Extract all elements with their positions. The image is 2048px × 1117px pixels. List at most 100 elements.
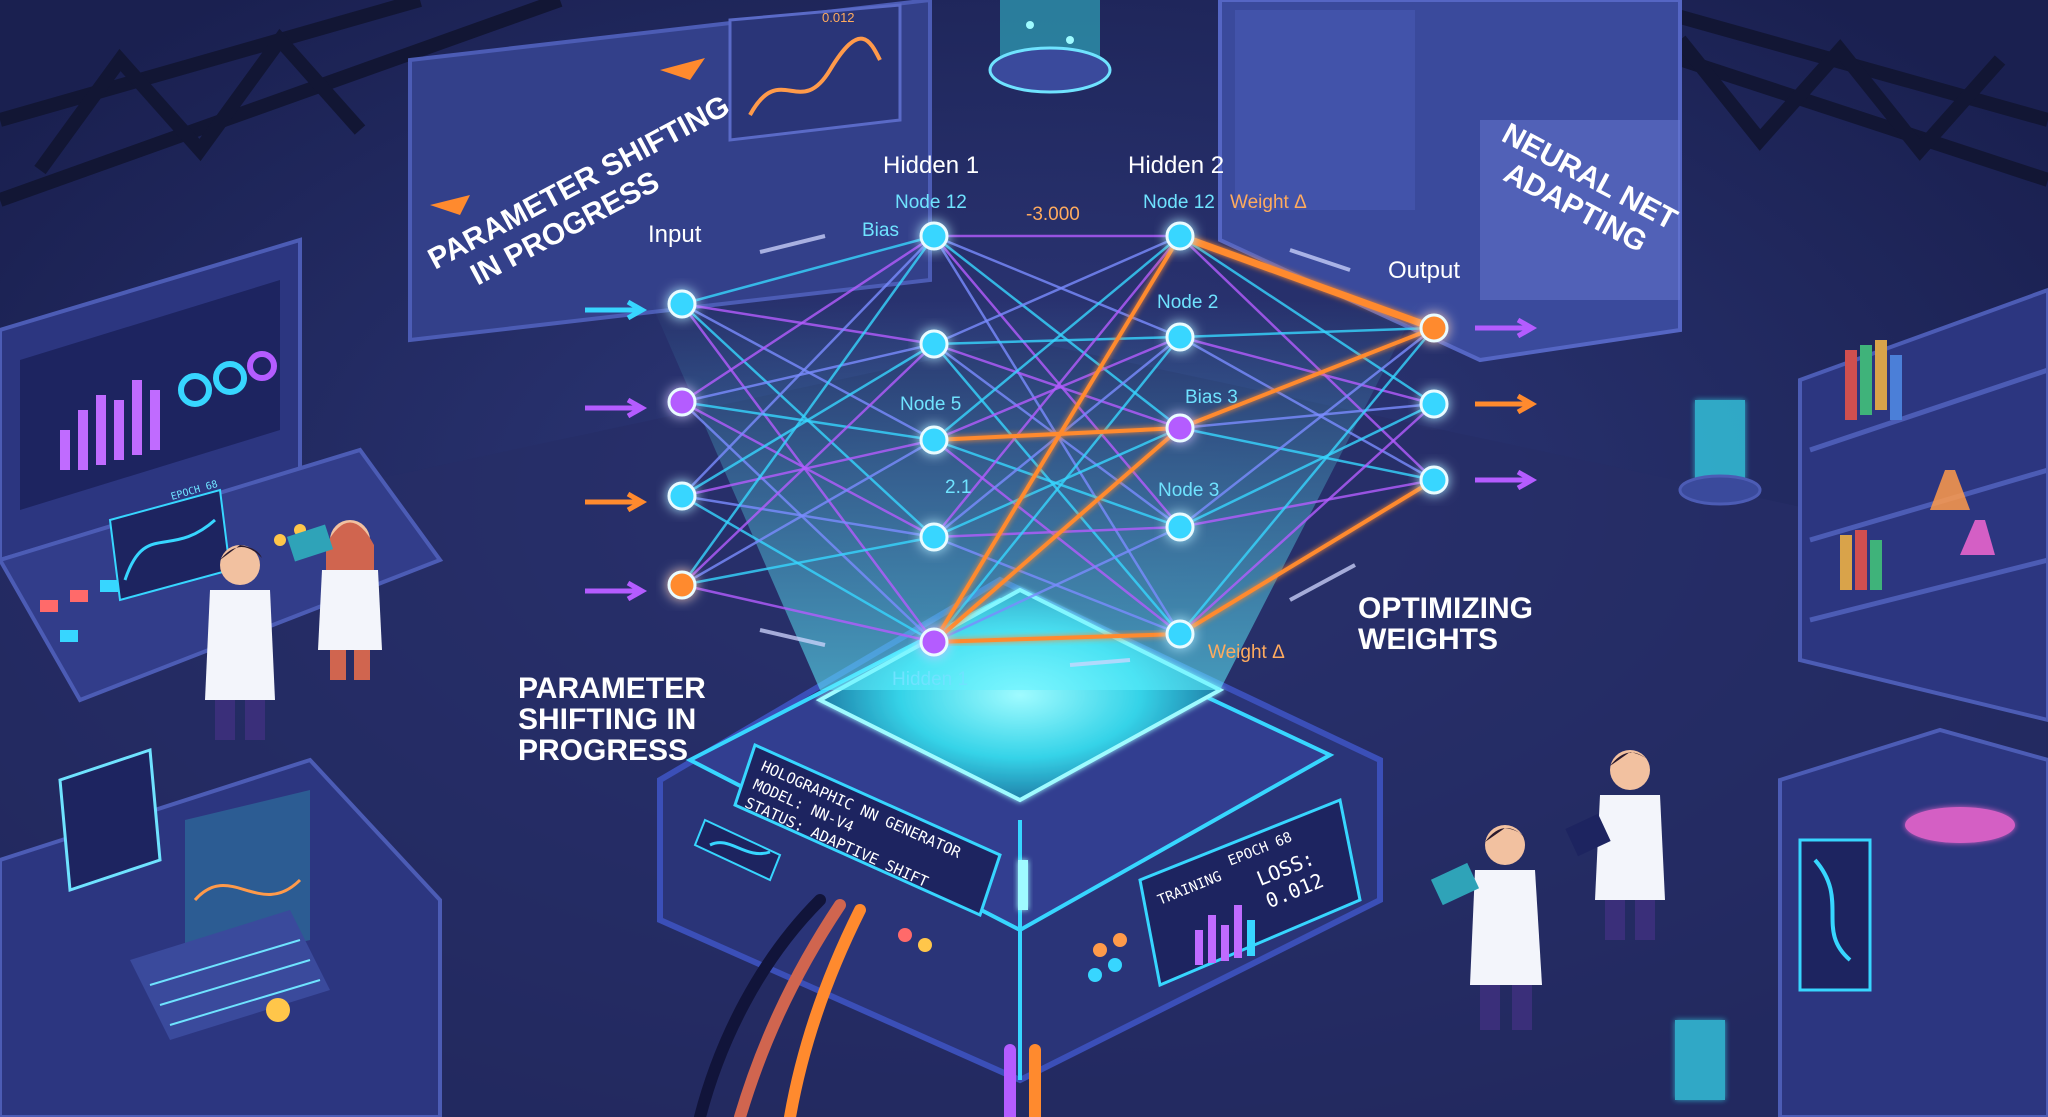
node-layer0-3 — [667, 570, 697, 600]
right-machine — [1778, 727, 2048, 1117]
scientist-left-woman — [286, 520, 382, 680]
flow-arrow-4 — [1289, 563, 1356, 602]
flow-arrow-0 — [759, 234, 826, 254]
label-h2-node12: Node 12 — [1143, 192, 1215, 213]
input-arrow-1 — [585, 397, 648, 419]
node-layer3-1 — [1419, 389, 1449, 419]
edge-0-1-4 — [681, 401, 935, 643]
edge-0-1-0 — [681, 234, 935, 404]
layer-title-input: Input — [648, 221, 702, 248]
highlight-weight-2 — [933, 426, 1181, 442]
banner-bottom-left-line-1: PARAMETER — [518, 672, 706, 705]
node-layer3-0 — [1419, 313, 1449, 343]
banner-bottom-left-line-2: SHIFTING IN — [518, 703, 696, 736]
node-layer1-1 — [919, 329, 949, 359]
edge-2-4-1 — [1179, 403, 1435, 635]
input-arrow-2 — [585, 491, 648, 513]
edge-0-0-0 — [681, 234, 935, 306]
cables — [694, 894, 1041, 1117]
edge-0-3-4 — [681, 583, 935, 644]
edge-1-2-1 — [933, 335, 1181, 442]
label-node2: Node 2 — [1157, 292, 1218, 313]
banner-bottom-left: PARAMETER SHIFTING IN PROGRESS — [518, 672, 706, 767]
edge-2-1-2 — [1179, 335, 1435, 482]
edge-2-2-2 — [1179, 426, 1435, 482]
ceiling-tube — [988, 0, 1112, 94]
banner-arrow-right — [660, 58, 705, 80]
node-layer2-3 — [1165, 512, 1195, 542]
label-weight-delta-bottom: Weight Δ — [1208, 642, 1285, 663]
edge-2-2-1 — [1179, 402, 1435, 430]
highlight-weight-1 — [1178, 232, 1436, 332]
highlight-weight-7 — [932, 426, 1182, 644]
edge-2-1-0 — [1179, 326, 1435, 339]
edge-1-1-0 — [933, 234, 1181, 346]
output-arrow-2 — [1475, 469, 1538, 491]
edge-1-4-3 — [933, 525, 1181, 644]
banner-right-line-2: WEIGHTS — [1358, 623, 1498, 656]
edge-2-3-2 — [1179, 478, 1435, 529]
node-layer0-1 — [667, 387, 697, 417]
network-nodes — [667, 221, 1449, 657]
scientist-right-back — [1565, 750, 1665, 940]
layer-title-hidden2: Hidden 2 — [1128, 152, 1224, 179]
highlight-weight-3 — [933, 632, 1181, 644]
node-layer0-0 — [667, 289, 697, 319]
training-panel: TRAINING EPOCH 68 LOSS: 0.012 — [1138, 797, 1362, 988]
edge-0-2-4 — [681, 494, 935, 644]
edge-1-0-3 — [933, 235, 1181, 528]
layer-title-output: Output — [1388, 257, 1460, 284]
banner-arrow-left — [430, 195, 470, 215]
edge-1-2-0 — [933, 235, 1181, 441]
edge-2-0-2 — [1179, 235, 1435, 481]
ceiling-truss — [0, 0, 2048, 207]
label-node5: Node 5 — [900, 394, 961, 415]
input-arrow-0 — [585, 299, 648, 321]
left-console-bank: EPOCH 68 — [0, 237, 444, 703]
node-layer2-4 — [1165, 619, 1195, 649]
output-arrow-0 — [1475, 317, 1538, 339]
edge-0-3-3 — [681, 535, 935, 587]
edge-1-0-2 — [933, 235, 1181, 429]
highlight-weight-5 — [932, 234, 1182, 644]
glow-tube-right — [1675, 400, 1762, 1100]
banner-right: OPTIMIZING WEIGHTS — [1358, 592, 1533, 656]
label-weight-delta-top: Weight Δ — [1230, 192, 1307, 213]
flow-arrow-2 — [1069, 658, 1131, 667]
back-wall-left-panel: 0.012 — [408, 0, 932, 343]
edge-1-1-1 — [933, 335, 1181, 346]
edge-0-2-1 — [681, 342, 935, 498]
node-layer0-2 — [667, 481, 697, 511]
flow-arrow-1 — [759, 628, 826, 647]
node-layer1-4 — [919, 627, 949, 657]
left-bottom-console — [0, 747, 442, 1117]
edge-0-2-0 — [681, 235, 935, 497]
back-wall-right-window — [1218, 0, 1682, 363]
edge-2-3-1 — [1179, 402, 1435, 529]
highlight-weight-6 — [1179, 326, 1435, 430]
top-screen-value: 0.012 — [822, 10, 855, 25]
network-edges — [680, 232, 1436, 644]
edge-1-3-0 — [933, 235, 1181, 538]
node-layer3-2 — [1419, 465, 1449, 495]
node-layer2-1 — [1165, 322, 1195, 352]
label-bias: Bias — [862, 220, 899, 241]
label-bias3: Bias 3 — [1185, 387, 1238, 408]
node-layer1-3 — [919, 522, 949, 552]
edge-2-0-1 — [1179, 234, 1435, 406]
edge-0-2-3 — [681, 494, 935, 539]
scientist-left-man — [205, 545, 275, 740]
edge-1-3-2 — [933, 426, 1181, 539]
label-hidden1-bottom: Hidden 1 — [892, 669, 968, 690]
flow-arrow-3 — [1289, 248, 1351, 272]
edge-1-0-1 — [933, 234, 1181, 339]
node-layer2-0 — [1165, 221, 1195, 251]
edge-0-3-2 — [681, 438, 935, 587]
network-arrows — [585, 234, 1538, 667]
banner-right-line-1: OPTIMIZING — [1358, 592, 1533, 625]
layer-title-hidden1: Hidden 1 — [883, 152, 979, 179]
edge-0-0-4 — [680, 303, 936, 643]
edge-2-3-0 — [1179, 327, 1435, 528]
edge-0-3-1 — [681, 343, 935, 586]
